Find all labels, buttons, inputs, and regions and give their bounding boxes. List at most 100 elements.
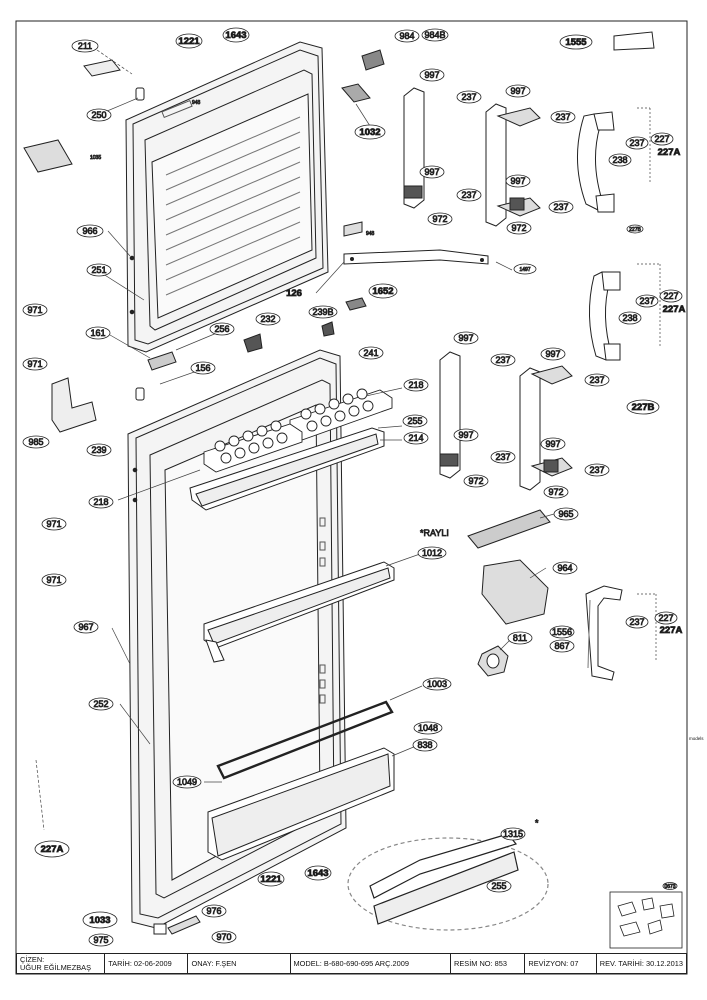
label-1033: 1033 [89,915,110,926]
label-1221-bottom: 1221 [260,874,282,885]
label-227B: 227B [632,402,655,413]
egg-tray-lower [203,420,303,473]
label-1049: 1049 [177,777,197,787]
label-227A-d: 227A [41,844,64,855]
label-970: 970 [216,932,231,942]
fridge-door-slots [319,517,326,704]
label-1035: 1035 [90,155,101,161]
label-971-d: 971 [46,575,61,585]
freezer-door-ribs [165,116,301,296]
label-948-mid: 948 [366,231,375,237]
label-1643-top: 1643 [225,30,246,41]
label-227-a: 227 [654,134,669,144]
label-237-i: 237 [495,452,510,462]
label-239: 239 [91,445,106,455]
label-1003: 1003 [427,679,447,689]
label-237-e: 237 [553,202,568,212]
label-241: 241 [363,348,378,358]
label-237-h: 237 [589,375,604,385]
label-star: * [535,818,539,828]
title-cell-approver: ONAY: F.ŞEN [188,954,291,973]
label-161: 161 [90,328,105,338]
label-251: 251 [91,265,106,275]
label-1221-top: 1221 [178,36,200,47]
door-shelf-1 [189,427,385,511]
side-note: models [689,736,704,741]
label-227A-c: 227A [660,625,683,636]
model-text: MODEL: B-680-690-695 ARÇ.2009 [293,959,409,968]
label-237-d: 237 [461,190,476,200]
label-237-c: 237 [629,138,644,148]
label-227B-small: 227B [629,227,641,233]
label-1315: 1315 [503,829,523,839]
label-237-f: 237 [639,296,654,306]
handle-set-e [585,585,623,681]
drawing-no-text: RESİM NO: 853 [454,959,507,968]
freezer-door [125,41,329,353]
handle-set-a [403,87,541,227]
label-227-b: 227 [663,291,678,301]
label-976: 976 [206,906,221,916]
label-237-g: 237 [495,355,510,365]
label-1555: 1555 [565,37,587,48]
label-867: 867 [554,641,569,651]
label-255-b: 255 [491,881,506,891]
label-967: 967 [78,622,93,632]
drawing-border [15,20,688,975]
drawer-label: ÇİZEN: [20,954,45,964]
label-126: 126 [286,288,302,299]
date-text: TARİH: 02-06-2009 [108,959,172,968]
label-227-c: 227 [658,613,673,623]
callout-labels: 211 1221 1643 984 984B 1555 250 948 1035… [22,27,686,947]
label-214: 214 [408,433,423,443]
inset-detail [609,891,683,949]
label-1012: 1012 [422,548,442,558]
label-237-a: 237 [461,92,476,102]
label-1643-bottom: 1643 [307,868,328,879]
label-211: 211 [78,41,92,51]
label-227A-a: 227A [658,147,681,158]
label-971-b: 971 [27,359,42,369]
approver-text: ONAY: F.ŞEN [191,959,237,968]
label-972-b: 972 [511,223,526,233]
label-971-a: 971 [27,305,42,315]
label-250: 250 [91,110,106,120]
leader-lines [35,49,661,831]
label-997-d: 997 [510,176,525,186]
label-rayli: *RAYLI [420,528,449,538]
title-cell-revision: REVİZYON: 07 [525,954,597,973]
label-inset: 0673 [664,884,675,890]
title-cell-model: MODEL: B-680-690-695 ARÇ.2009 [291,954,452,973]
door-shelf-bottom [207,747,395,861]
bottle-retainer [216,700,394,780]
label-975: 975 [93,935,108,945]
small-parts [23,31,655,935]
title-cell-drawing-no: RESİM NO: 853 [451,954,526,973]
label-965: 965 [558,509,573,519]
label-227A-b: 227A [663,304,686,315]
egg-tray-upper [289,388,393,441]
label-255-a: 255 [407,416,422,426]
label-984: 984 [399,31,414,41]
label-237-k: 237 [629,617,644,627]
label-1556: 1556 [552,627,572,637]
label-971-c: 971 [46,519,61,529]
wire-shelf-1315 [347,833,549,931]
label-1032: 1032 [359,127,380,138]
title-cell-date: TARİH: 02-06-2009 [105,954,189,973]
label-997-c: 997 [424,167,439,177]
drawer-name: UĞUR EĞİLMEZBAŞ [20,962,92,972]
title-cell-rev-date: REV. TARİHİ: 30.12.2013 [597,954,686,973]
label-964: 964 [557,563,572,573]
label-156: 156 [195,363,210,373]
label-984b: 984B [424,30,445,40]
label-811: 811 [513,633,527,643]
title-block: ÇİZEN: UĞUR EĞİLMEZBAŞ TARİH: 02-06-2009… [16,953,687,974]
label-237-j: 237 [589,465,604,475]
label-238-b: 238 [622,313,637,323]
label-997-g: 997 [458,430,473,440]
label-997-e: 997 [458,333,473,343]
rev-date-text: REV. TARİHİ: 30.12.2013 [599,959,683,968]
label-997-h: 997 [545,439,560,449]
